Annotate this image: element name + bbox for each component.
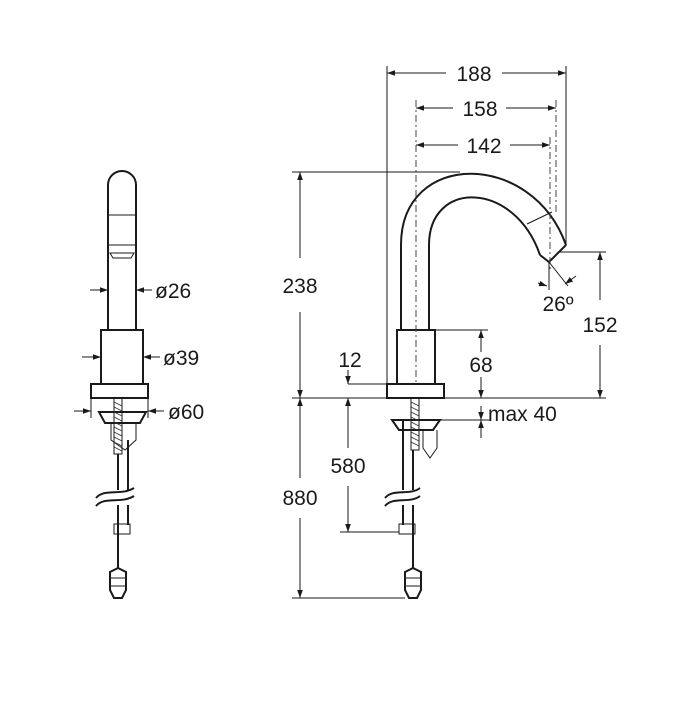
side-connector (109, 566, 127, 599)
dim-spout-clearance: 152 (560, 251, 618, 398)
side-spout-aerator (109, 252, 135, 259)
front-view: 188 158 142 238 152 (282, 63, 618, 599)
side-base (90, 383, 149, 399)
dim-base-diameter: ø60 (74, 398, 204, 424)
label-reach-inner: 142 (466, 135, 501, 158)
side-view: ø26 ø39 ø60 (74, 170, 204, 599)
dim-reach-total: 188 (386, 63, 567, 384)
dim-reach-mid: 158 (415, 98, 557, 384)
side-hose-break (95, 487, 135, 507)
side-spout-outline (107, 170, 137, 330)
side-connector-bands (110, 577, 126, 587)
label-spout-clearance: 152 (582, 314, 617, 337)
front-connector (404, 566, 422, 599)
front-mounting-plate (390, 419, 442, 431)
dim-base-thickness: 12 (338, 349, 387, 408)
front-spout-tip (539, 244, 567, 264)
label-spout-diameter: ø26 (155, 280, 191, 303)
side-mounting-plate (97, 411, 148, 424)
dim-height-total: 238 (282, 171, 460, 398)
dim-max-deck: max 40 (440, 403, 557, 438)
front-spout-outer (400, 172, 567, 330)
label-height-total: 238 (282, 275, 317, 298)
dim-shank-length: 580 (330, 398, 399, 533)
side-hose-clip (113, 523, 131, 535)
dim-body-height: 68 (435, 329, 493, 398)
dim-reach-inner: 142 (416, 135, 551, 270)
dim-hose-length: 880 (282, 398, 405, 599)
label-base-diameter: ø60 (168, 401, 204, 424)
label-max-deck: max 40 (488, 403, 557, 426)
label-body-height: 68 (469, 354, 492, 377)
front-hose-break (384, 487, 421, 507)
label-spout-angle: 26º (542, 293, 573, 316)
side-spout-outlet (108, 214, 136, 246)
front-connector-bands (405, 577, 421, 587)
side-body (100, 329, 144, 385)
front-spout-inner (428, 196, 541, 330)
label-reach-total: 188 (456, 63, 491, 86)
front-mounting-nut (422, 430, 438, 459)
side-mounting-nut (110, 423, 137, 451)
label-hose-length: 880 (282, 487, 317, 510)
dim-spout-diameter: ø26 (90, 280, 191, 303)
front-spout-band (526, 211, 553, 225)
dim-spout-angle: 26º (537, 261, 577, 316)
label-body-diameter: ø39 (163, 347, 199, 370)
front-hose-clip (398, 523, 416, 535)
front-base (386, 383, 445, 399)
label-reach-mid: 158 (462, 98, 497, 121)
label-base-thickness: 12 (338, 349, 361, 372)
front-threaded-stud (410, 397, 420, 451)
label-shank-length: 580 (330, 455, 365, 478)
dim-body-diameter: ø39 (82, 347, 199, 370)
